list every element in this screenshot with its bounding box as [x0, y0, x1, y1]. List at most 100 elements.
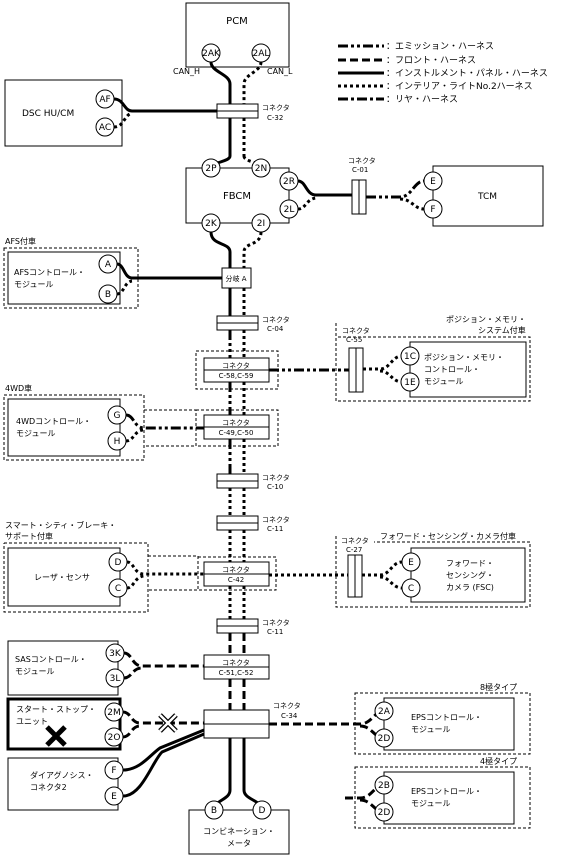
dsc-pin-ac: AC: [99, 123, 111, 133]
fsc-pin-c: C: [408, 584, 414, 594]
fbcm-pin-2l: 2L: [284, 205, 295, 215]
legend: ：エミッション・ハーネス ：フロント・ハーネス ：インストルメント・パネル・ハー…: [338, 41, 548, 105]
fwd-pin-h: H: [114, 437, 121, 447]
connector-c58-word: コネクタ: [222, 361, 250, 370]
diag-pin-e: E: [111, 792, 117, 802]
connector-c55-word: コネクタ: [342, 326, 370, 335]
fbcm-pin-2n: 2N: [255, 164, 267, 174]
sas-module: SASコントロール・ モジュール 3K 3L: [7, 640, 125, 696]
fwd-line1: 4WDコントロール・: [16, 417, 91, 426]
tcm-pin-e: E: [430, 177, 436, 187]
start-stop-unit: スタート・ストップ・ ユニット 2M 2O: [6, 697, 124, 751]
position-option-group: [335, 323, 531, 402]
afs-line2: モジュール: [14, 280, 53, 289]
legend-emission: ：エミッション・ハーネス: [386, 41, 494, 52]
fsc-camera-module: フォワード・ センシング・ カメラ (FSC) E C: [401, 547, 526, 603]
connector-c49-id: C-49,C-50: [219, 429, 254, 437]
eps8-line2: モジュール: [411, 725, 450, 734]
disconnect-x-icon: [158, 713, 178, 733]
afs-pin-b: B: [105, 290, 111, 300]
fwd-group-label: 4WD車: [5, 383, 32, 393]
connector-c27-id: C-27: [346, 546, 362, 554]
position-pin-1e: 1E: [404, 378, 416, 388]
sas-line1: SASコントロール・: [15, 655, 87, 664]
failure-x-icon: [45, 725, 67, 747]
sas-pin-3k: 3K: [109, 649, 122, 659]
fsc-group-label: フォワード・センシング・カメラ付車: [380, 531, 516, 541]
pcm-title: PCM: [226, 16, 248, 27]
connector-c42-id: C-42: [228, 576, 244, 584]
connector-c34-id: C-34: [281, 712, 298, 720]
diagnosis-connector: ダイアグノシス・ コネクタ2 F E: [7, 757, 124, 811]
laser-sensor-module: レーザ・センサ D C: [7, 547, 128, 607]
fsc-line1: フォワード・: [446, 559, 494, 568]
connector-c01-id: C-01: [352, 166, 368, 174]
junction-a-label: 分岐 A: [225, 274, 246, 283]
fwd-module: 4WDコントロール・ モジュール G H: [7, 398, 127, 457]
connector-c10-id: C-10: [267, 483, 283, 491]
afs-group-label: AFS付車: [5, 236, 36, 246]
connector-c01-word: コネクタ: [348, 156, 376, 165]
combi-pin-b: B: [211, 806, 217, 816]
diag-line1: ダイアグノシス・: [30, 770, 93, 780]
eps8-line1: EPSコントロール・: [411, 713, 482, 722]
eps4-line1: EPSコントロール・: [411, 787, 482, 796]
fwd-line2: モジュール: [16, 429, 55, 438]
startstop-line2: ユニット: [16, 717, 48, 726]
scbs-group-label1: スマート・シティ・ブレーキ・: [5, 520, 116, 530]
scbs-line1: レーザ・センサ: [34, 573, 90, 582]
legend-interior: ：インテリア・ライトNo.2ハーネス: [386, 81, 533, 92]
connector-c11-upper-id: C-11: [267, 525, 283, 533]
combi-line1: コンビネーション・: [203, 827, 275, 836]
scbs-group-label2: サポート付車: [5, 531, 53, 541]
can-l-label: CAN_L: [267, 67, 293, 76]
position-group-label2: システム付車: [478, 325, 526, 335]
connector-c11-upper-word: コネクタ: [262, 515, 290, 524]
connector-c10-word: コネクタ: [262, 473, 290, 482]
eps4-pin-2b: 2B: [378, 781, 390, 791]
pcm-pin-2ak: 2AK: [202, 49, 221, 59]
pcm-pin-2al: 2AL: [253, 49, 270, 59]
diag-pin-f: F: [111, 766, 116, 776]
fwd-pin-g: G: [114, 411, 121, 421]
fwd-option-group: [3, 394, 145, 461]
scbs-pin-c: C: [115, 584, 121, 594]
connector-c32-word: コネクタ: [262, 103, 290, 112]
dsc-pin-af: AF: [99, 95, 110, 105]
position-line1: ポジション・メモリ・: [424, 353, 504, 362]
fbcm-pin-2p: 2P: [205, 164, 217, 174]
legend-front: ：フロント・ハーネス: [386, 55, 476, 66]
startstop-line1: スタート・ストップ・: [16, 705, 96, 714]
connector-c51-id: C-51,C-52: [219, 669, 254, 677]
connector-c04-id: C-04: [267, 325, 284, 333]
tcm-pin-f: F: [430, 205, 435, 215]
eps4-type-label: 4極タイプ: [480, 756, 517, 766]
afs-option-group: [3, 247, 139, 309]
eps4-pin-2d: 2D: [378, 808, 391, 818]
position-line2: コントロール・: [424, 365, 480, 374]
eps4-line2: モジュール: [411, 799, 450, 808]
connector-c34-word: コネクタ: [273, 701, 301, 710]
connector-c51-word: コネクタ: [222, 658, 250, 667]
position-line3: モジュール: [424, 377, 463, 386]
combi-pin-d: D: [259, 806, 266, 816]
sas-pin-3l: 3L: [110, 674, 121, 684]
fbcm-pin-2r: 2R: [283, 177, 295, 187]
scbs-option-group: [3, 542, 149, 613]
connector-c04-word: コネクタ: [262, 315, 290, 324]
fsc-line2: センシング・: [446, 570, 494, 580]
combination-meter: コンビネーション・ メータ B D: [188, 800, 290, 855]
connector-c27-word: コネクタ: [341, 536, 369, 545]
eps8-pin-2a: 2A: [378, 707, 391, 717]
legend-instrument: ：インストルメント・パネル・ハーネス: [386, 68, 548, 79]
pcm-module: PCM 2AK 2AL: [185, 2, 290, 68]
afs-line1: AFSコントロール・: [14, 268, 85, 277]
dsc-module: DSC HU/CM AF AC: [4, 79, 123, 147]
connector-c55-id: C-55: [346, 336, 362, 344]
connector-c49-word: コネクタ: [222, 418, 250, 427]
eps4-module: EPSコントロール・ モジュール 2B 2D: [374, 771, 515, 825]
junction-a: [221, 267, 252, 289]
fbcm-module: FBCM 2P 2N 2K 2I 2R 2L: [185, 158, 299, 233]
dsc-title: DSC HU/CM: [22, 109, 74, 119]
sas-line2: モジュール: [15, 667, 54, 676]
